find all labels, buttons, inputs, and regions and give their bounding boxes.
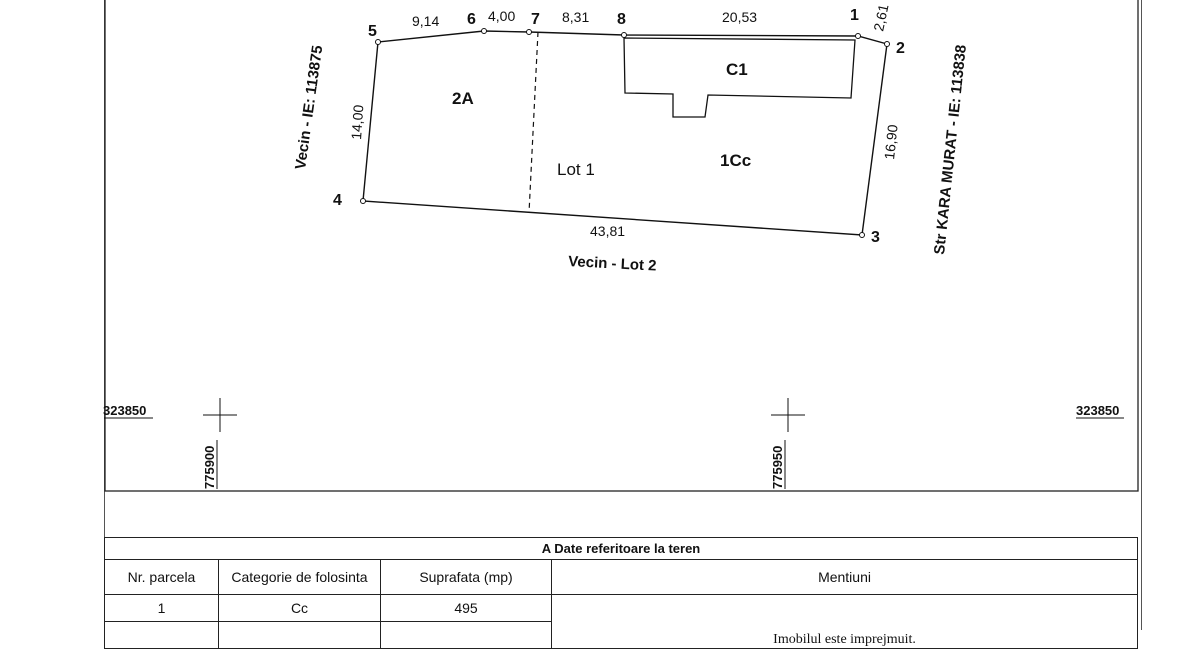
- vertex-1-label: 1: [850, 7, 859, 24]
- grid-cross-left: [203, 398, 237, 432]
- cadastral-plan-sheet: 1 2 3 4 5 6 7 8 9,14 4,00 8,31 20,53 2,6…: [103, 0, 1142, 649]
- vertex-3-marker: [859, 232, 865, 238]
- vertex-3-label: 3: [871, 229, 880, 246]
- distance-7-8: 8,31: [562, 9, 589, 25]
- distance-1-2: 2,61: [870, 2, 891, 32]
- neighbor-south-label: Vecin - Lot 2: [568, 253, 657, 275]
- lot-label: Lot 1: [557, 160, 595, 179]
- distance-8-1: 20,53: [722, 9, 757, 25]
- distance-4-5: 14,00: [348, 104, 366, 140]
- header-usage-category: Categorie de folosinta: [218, 559, 381, 595]
- cell-area: 495: [380, 594, 552, 622]
- header-parcel-number: Nr. parcela: [104, 559, 219, 595]
- cell-usage-category: Cc: [218, 594, 381, 622]
- vertex-8-label: 8: [617, 11, 626, 28]
- vertex-5-label: 5: [368, 23, 377, 40]
- vertex-1-marker: [855, 33, 861, 39]
- vertex-markers: [360, 28, 890, 238]
- building-c1-outline: [623, 37, 856, 118]
- distance-5-6: 9,14: [412, 13, 439, 29]
- distance-6-7: 4,00: [488, 8, 515, 24]
- grid-coordinate-y-left: 323850: [103, 403, 146, 418]
- header-mentions: Mentiuni: [550, 559, 1139, 595]
- map-frame: [104, 0, 1139, 492]
- parcel-division-line: [528, 31, 539, 214]
- vertex-7-marker: [526, 29, 532, 35]
- vertex-8-marker: [621, 32, 627, 38]
- building-c1-label: C1: [726, 60, 748, 79]
- table-row: 1 Cc 495 Imobilul este imprejmuit.: [104, 594, 1139, 649]
- vertex-4-marker: [360, 198, 366, 204]
- vertex-7-label: 7: [531, 11, 540, 28]
- table-title: A Date referitoare la teren: [103, 537, 1139, 560]
- grid-coordinate-x-right: 775950: [770, 446, 785, 489]
- distance-3-4: 43,81: [590, 223, 625, 239]
- cell-empty: [218, 621, 381, 649]
- sheet-border-right: [1141, 0, 1142, 630]
- cell-empty: [380, 621, 552, 649]
- vertex-2-label: 2: [896, 40, 905, 57]
- grid-coordinate-y-right: 323850: [1076, 403, 1119, 418]
- cell-empty: [104, 621, 219, 649]
- neighbor-east-label: Str KARA MURAT - IE: 113838: [931, 44, 970, 256]
- cell-mentions-note: Imobilul este imprejmuit.: [550, 594, 1139, 649]
- vertex-5-marker: [375, 39, 381, 45]
- grid-coordinate-x-left: 775900: [202, 446, 217, 489]
- vertex-6-label: 6: [467, 11, 476, 28]
- grid-cross-right: [771, 398, 805, 432]
- parcel-2a-label: 2A: [452, 89, 474, 108]
- neighbor-west-label: Vecin - IE: 113875: [292, 44, 326, 170]
- cell-parcel-number: 1: [104, 594, 219, 622]
- header-area: Suprafata (mp): [380, 559, 552, 595]
- vertex-6-marker: [481, 28, 487, 34]
- parcel-1cc-label: 1Cc: [720, 151, 751, 170]
- vertex-2-marker: [884, 41, 890, 47]
- table-header-row: Nr. parcela Categorie de folosinta Supra…: [104, 559, 1139, 595]
- land-data-table: A Date referitoare la teren Nr. parcela …: [103, 537, 1139, 649]
- distance-2-3: 16,90: [881, 124, 901, 161]
- vertex-4-label: 4: [333, 192, 342, 209]
- parcel-plan-drawing: 1 2 3 4 5 6 7 8 9,14 4,00 8,31 20,53 2,6…: [103, 0, 1139, 492]
